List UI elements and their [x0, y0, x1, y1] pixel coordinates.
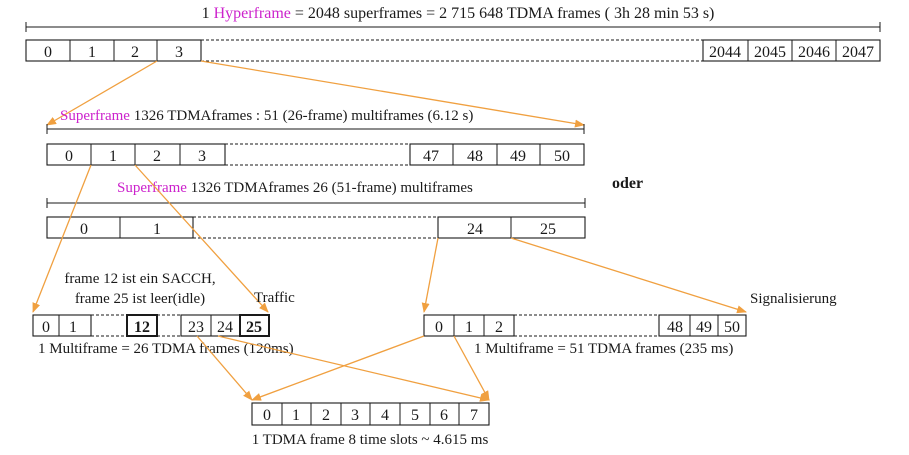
signalling-cell: 48: [667, 319, 683, 336]
hyperframe-top-bar: [25, 22, 881, 32]
hyperframe-cell: 0: [44, 44, 52, 61]
traffic-cell: 24: [217, 319, 233, 336]
traffic-cell-sacch: 12: [134, 319, 150, 336]
superframe-a-cell: 50: [554, 148, 570, 165]
traffic-cell: 1: [69, 319, 77, 336]
signalling-caption: 1 Multiframe = 51 TDMA frames (235 ms): [474, 341, 733, 357]
superframe-b-cell: 24: [467, 221, 483, 238]
superframe-b-top-bar: [46, 198, 586, 208]
multiframe-expand-arrow: [251, 335, 425, 401]
hyperframe-cell: 2046: [798, 44, 830, 61]
multiframe-expand-arrow: [453, 335, 490, 401]
time-slot: 7: [470, 407, 478, 424]
traffic-cell: 0: [42, 319, 50, 336]
hyperframe-row: 0 1 2 3 2044 2045 2046 2047: [25, 39, 881, 62]
hyperframe-cell: 2045: [754, 44, 786, 61]
multiframe-expand-arrow: [196, 335, 253, 401]
superframe-b-caption: Superframe 1326 TDMAframes 26 (51-frame)…: [117, 180, 473, 196]
traffic-note-line1: frame 12 ist ein SACCH,: [64, 271, 215, 287]
tdma-frame-caption: 1 TDMA frame 8 time slots ~ 4.615 ms: [252, 432, 489, 448]
time-slot: 3: [351, 407, 359, 424]
superframe-a-cell: 3: [198, 148, 206, 165]
superframe-a-cell: 0: [65, 148, 73, 165]
signalling-multiframe-row: 0 1 2 48 49 50: [423, 314, 747, 337]
time-slot: 1: [292, 407, 300, 424]
superframe-a-cell: 48: [467, 148, 483, 165]
traffic-multiframe-row: 0 1 12 23 24 25: [32, 314, 270, 337]
oder-label: oder: [612, 175, 643, 192]
signalling-cell: 0: [435, 319, 443, 336]
traffic-cell-idle: 25: [246, 319, 262, 336]
multiframe-expand-arrow: [217, 335, 490, 402]
hyperframe-word: Hyperframe: [214, 5, 291, 22]
superframe-word: Superframe: [60, 108, 130, 124]
signalling-cell: 50: [724, 319, 740, 336]
superframe-b-row: 0 1 24 25: [46, 216, 586, 239]
superframe-expand-arrow: [510, 237, 747, 314]
superframe-a-top-bar: [46, 124, 585, 134]
superframe-b-cell: 25: [540, 221, 556, 238]
hyperframe-cell: 2047: [842, 44, 874, 61]
hyperframe-expand-arrow: [200, 60, 585, 128]
traffic-label: Traffic: [254, 290, 295, 306]
traffic-note-line2: frame 25 ist leer(idle): [75, 291, 205, 307]
signalling-label: Signalisierung: [750, 291, 837, 307]
traffic-cell: 23: [188, 319, 204, 336]
traffic-caption: 1 Multiframe = 26 TDMA frames (120ms): [38, 341, 294, 357]
time-slot: 2: [322, 407, 330, 424]
superframe-a-cell: 2: [153, 148, 161, 165]
superframe-a-cell: 49: [510, 148, 526, 165]
hyperframe-cell: 3: [175, 44, 183, 61]
signalling-cell: 2: [495, 319, 503, 336]
hyperframe-cell: 2: [131, 44, 139, 61]
hyperframe-cell: 1: [88, 44, 96, 61]
superframe-b-cell: 1: [153, 221, 161, 238]
time-slot: 0: [263, 407, 271, 424]
superframe-a-cell: 1: [109, 148, 117, 165]
time-slot: 4: [381, 407, 389, 424]
signalling-cell: 49: [696, 319, 712, 336]
superframe-word: Superframe: [117, 180, 187, 196]
time-slot: 6: [440, 407, 448, 424]
superframe-expand-arrow: [32, 164, 92, 313]
superframe-expand-arrow: [134, 164, 269, 313]
superframe-a-cell: 47: [423, 148, 439, 165]
hyperframe-cell: 2044: [709, 44, 741, 61]
hyperframe-caption: 1 Hyperframe = 2048 superframes = 2 715 …: [202, 5, 715, 22]
superframe-a-caption: Superframe 1326 TDMAframes : 51 (26-fram…: [60, 108, 473, 124]
tdma-frame-row: 0 1 2 3 4 5 6 7: [251, 402, 490, 426]
superframe-expand-arrow: [421, 237, 439, 313]
superframe-b-cell: 0: [80, 221, 88, 238]
superframe-a-row: 0 1 2 3 47 48 49 50: [46, 143, 585, 166]
time-slot: 5: [411, 407, 419, 424]
hyperframe-expand-arrow: [46, 60, 158, 126]
signalling-cell: 1: [465, 319, 473, 336]
